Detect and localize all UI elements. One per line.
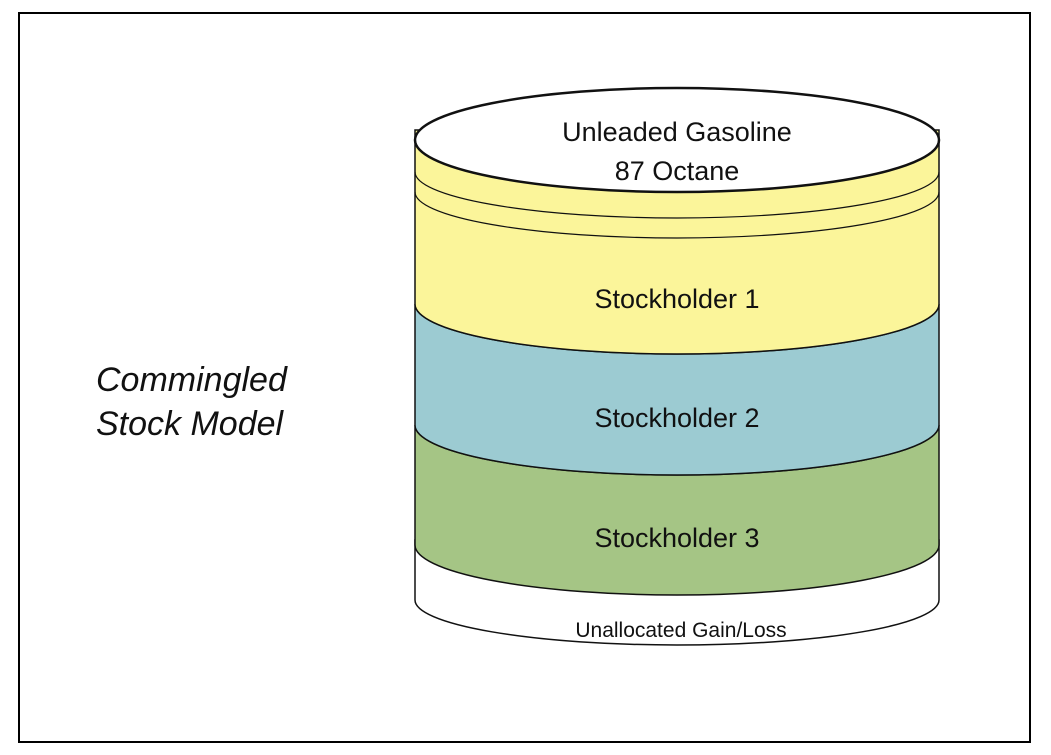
lid-rim-line-3 (414, 191, 940, 239)
title-line-1: Commingled (96, 361, 287, 399)
stockholder-2-label: Stockholder 2 (594, 403, 759, 433)
stockholder-1-label: Stockholder 1 (594, 284, 759, 314)
product-name-line-1: Unleaded Gasoline (562, 117, 792, 147)
tank-lid (413, 86, 941, 194)
stockholder-3-label: Stockholder 3 (594, 523, 759, 553)
unallocated-label: Unallocated Gain/Loss (575, 619, 786, 642)
diagram-title: Commingled Stock Model (96, 358, 287, 446)
title-line-2: Stock Model (96, 405, 284, 443)
product-name-line-2: 87 Octane (615, 156, 740, 186)
lid-rim-line-2 (414, 171, 940, 219)
